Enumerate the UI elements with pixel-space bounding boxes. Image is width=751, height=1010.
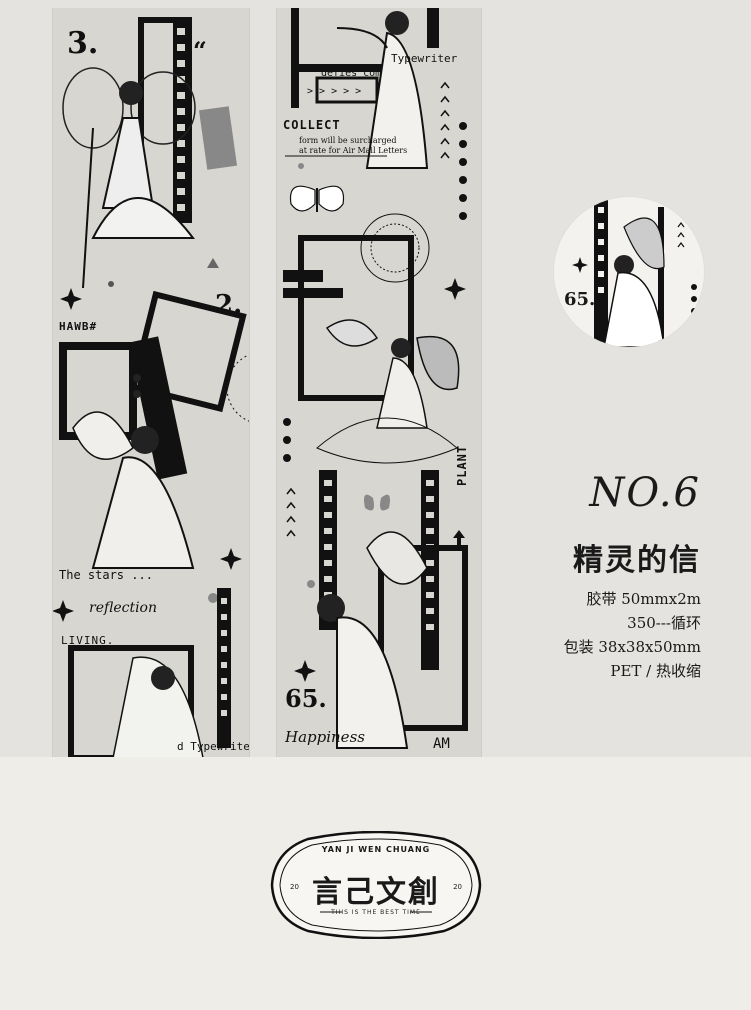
tape-reflection-script: reflection bbox=[89, 600, 157, 616]
spec-cycle: 350---循环 bbox=[627, 614, 701, 632]
tape-typewriter-mid: Typewriter bbox=[391, 52, 458, 65]
spec-material: PET / 热收缩 bbox=[610, 662, 701, 680]
tape-quote-mark: “ bbox=[193, 36, 207, 65]
logo-tagline: THIS IS THE BEST TIME bbox=[331, 909, 421, 916]
logo-year-left: 20 bbox=[290, 883, 299, 891]
tape-roll-sample: 65. bbox=[554, 197, 704, 347]
product-title: 精灵的信 bbox=[573, 543, 701, 578]
tape-happiness-script: Happiness bbox=[285, 728, 365, 746]
logo-badge-shape bbox=[270, 831, 482, 939]
tape-form-line-2: at rate for Air Mail Letters bbox=[299, 146, 408, 155]
tape-number-2: 2. bbox=[215, 290, 243, 320]
tape-defies-text: defies com bbox=[321, 68, 382, 79]
tape-form-line-1: form will be surcharged bbox=[299, 136, 397, 145]
logo-main-text: 言己文創 bbox=[312, 875, 440, 910]
logo-top-text: YAN JI WEN CHUANG bbox=[321, 845, 431, 854]
spec-package-size: 包装 38x38x50mm bbox=[563, 638, 701, 656]
tape-strip-middle: Typewriter defies com > > > > > COLLECT … bbox=[276, 8, 482, 757]
tape-living-label: LIVING. bbox=[61, 634, 115, 647]
brand-logo: YAN JI WEN CHUANG 言己文創 20 20 THIS IS THE… bbox=[268, 831, 484, 939]
tape-arrows: > > > > > bbox=[307, 86, 362, 97]
tape-middle-artwork bbox=[283, 8, 468, 749]
tape-typewriter-left: d Typewriter bbox=[177, 740, 250, 753]
tape-collect-label: COLLECT bbox=[283, 118, 341, 132]
tape-left-artwork bbox=[53, 17, 249, 757]
tape-plant-label: PLANT bbox=[455, 444, 469, 486]
tape-hawb-label: HAWB# bbox=[59, 320, 98, 333]
tape-strip-left: 3. “ 2. HAWB# The stars ... reflection L… bbox=[52, 8, 250, 757]
tape-number-65: 65. bbox=[285, 684, 327, 713]
tape-am-label: AM bbox=[433, 736, 450, 752]
spec-tape-size: 胶带 50mmx2m bbox=[586, 590, 701, 608]
tape-number-3: 3. bbox=[67, 26, 99, 61]
sample-number: 65. bbox=[564, 289, 596, 310]
tape-stars-text: The stars ... bbox=[59, 568, 153, 582]
logo-year-right: 20 bbox=[453, 883, 462, 891]
sample-artwork bbox=[572, 197, 697, 347]
product-number: NO.6 bbox=[589, 470, 701, 516]
